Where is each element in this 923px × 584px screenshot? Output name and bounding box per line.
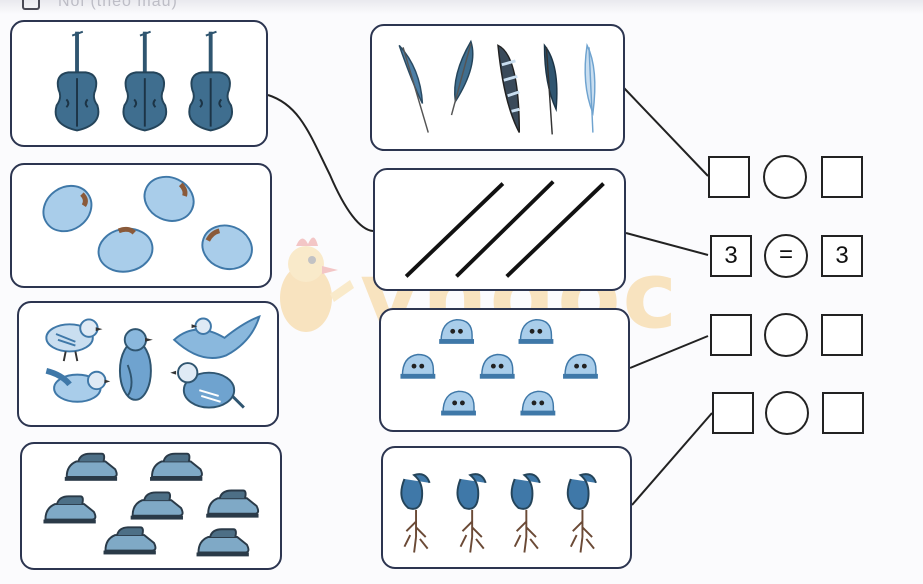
stick-icon xyxy=(455,180,555,278)
iron-icon xyxy=(102,526,157,556)
card-sprouts[interactable] xyxy=(381,446,632,569)
irons-group xyxy=(42,452,260,558)
compare-row1-left-box[interactable] xyxy=(708,156,750,198)
compare-row2-sign-circle[interactable]: = xyxy=(764,234,808,278)
shell-icon xyxy=(519,390,557,417)
shell-icon xyxy=(562,353,599,380)
shell-icon xyxy=(517,318,555,345)
card-shells[interactable] xyxy=(379,308,630,432)
card-feathers[interactable] xyxy=(370,24,625,151)
shells-group xyxy=(399,318,599,417)
bean-icon xyxy=(42,184,93,233)
compare-row1-right-box[interactable] xyxy=(821,156,863,198)
sprout-icon xyxy=(510,473,541,554)
connector-sprouts-row4 xyxy=(631,412,713,506)
sprouts-group xyxy=(400,473,597,554)
bean-icon xyxy=(143,175,195,222)
compare-row3-sign-circle[interactable] xyxy=(764,313,808,357)
bird-icon xyxy=(172,314,261,359)
sprout-icon xyxy=(456,473,487,554)
stick-icon xyxy=(404,182,505,278)
bean-icon xyxy=(97,226,154,273)
compare-row4-sign-circle[interactable] xyxy=(765,391,809,435)
shell-icon xyxy=(479,353,516,380)
compare-row2-left-box[interactable]: 3 xyxy=(710,235,752,277)
compare-row3-left-box[interactable] xyxy=(710,314,752,356)
feathers-group xyxy=(398,39,596,135)
feather-icon xyxy=(497,44,521,133)
shell-icon xyxy=(440,390,477,417)
bean-icon xyxy=(201,224,253,271)
feather-icon xyxy=(398,44,429,133)
violin-icon xyxy=(54,30,100,132)
iron-icon xyxy=(149,452,204,482)
compare-row1-sign-circle[interactable] xyxy=(763,155,807,199)
bird-icon xyxy=(45,318,103,362)
compare-row2-right-box[interactable]: 3 xyxy=(821,235,863,277)
card-sticks[interactable] xyxy=(373,168,626,291)
violin-icon xyxy=(122,30,168,132)
connector-violins-sticks xyxy=(267,94,374,232)
checkbox-icon xyxy=(22,0,40,10)
beans-group xyxy=(42,175,253,273)
header-strip xyxy=(0,0,923,14)
iron-icon xyxy=(129,491,184,521)
feather-icon xyxy=(584,42,596,133)
violins-group xyxy=(54,30,233,132)
card-birds[interactable] xyxy=(17,301,279,427)
compare-row3-right-box[interactable] xyxy=(821,314,863,356)
compare-row4-left-box[interactable] xyxy=(712,392,754,434)
iron-icon xyxy=(63,452,119,482)
sprout-icon xyxy=(566,473,597,554)
card-violins[interactable] xyxy=(10,20,268,147)
sticks-group xyxy=(404,180,605,278)
bird-icon xyxy=(118,328,153,401)
instruction-text: Nối (theo mẫu) xyxy=(58,0,178,10)
shell-icon xyxy=(438,318,475,345)
compare-row4-right-box[interactable] xyxy=(822,392,864,434)
chick-mascot-icon xyxy=(280,237,354,332)
iron-icon xyxy=(195,528,250,558)
iron-icon xyxy=(205,489,260,519)
violin-icon xyxy=(188,30,233,132)
card-irons[interactable] xyxy=(20,442,282,570)
shell-icon xyxy=(399,353,437,380)
bird-icon xyxy=(170,362,245,409)
card-beans[interactable] xyxy=(10,163,272,288)
connector-feathers-row1 xyxy=(623,87,709,177)
iron-icon xyxy=(42,495,97,525)
feather-icon xyxy=(543,43,558,135)
sprout-icon xyxy=(400,473,431,554)
stick-icon xyxy=(505,182,605,278)
birds-group xyxy=(45,314,261,409)
bird-icon xyxy=(45,367,111,403)
feather-icon xyxy=(450,39,474,116)
